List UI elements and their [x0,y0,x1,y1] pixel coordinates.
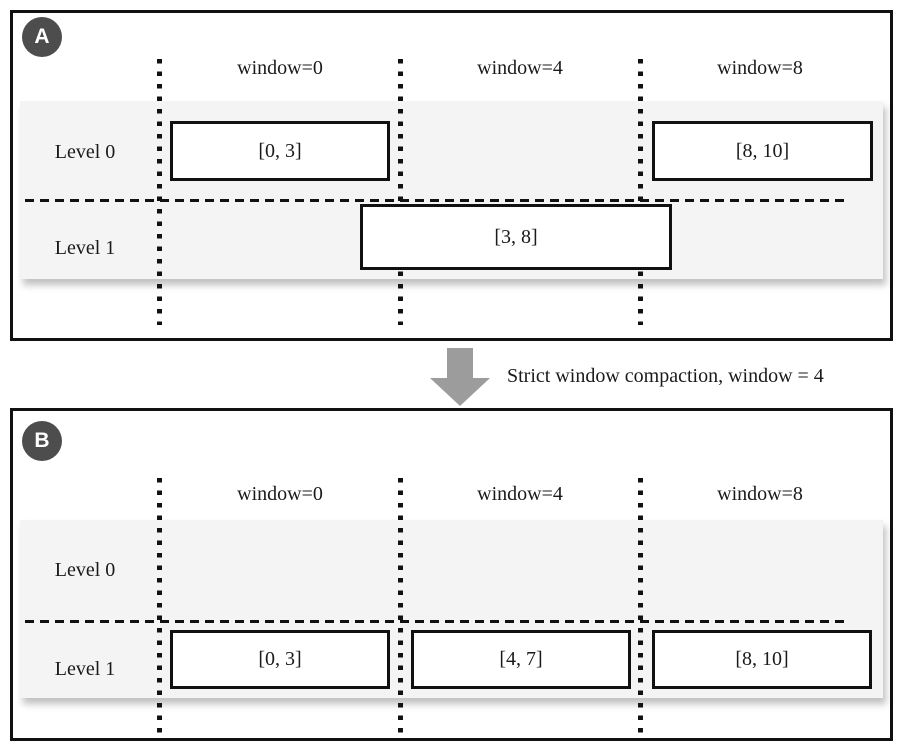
sstable-box: [3, 8] [360,204,672,270]
level-label: Level 0 [54,559,116,581]
panel-b-badge: B [22,421,62,461]
sstable-box: [0, 3] [170,630,390,689]
window-label: window=0 [237,483,323,505]
panel-a: window=0 window=4 window=8 Level 0 Level… [10,10,893,341]
window-boundary-dotted-line [157,59,162,325]
panel-a-badge: A [22,17,62,57]
panel-b: window=0 window=4 window=8 Level 0 Level… [10,408,893,741]
down-arrow-icon [430,348,490,406]
level-label: Level 1 [54,237,116,259]
window-label: window=4 [477,57,563,79]
level-divider-dashed-line [25,620,850,623]
window-boundary-dotted-line [638,59,643,325]
sstable-box: [8, 10] [652,121,873,181]
arrow-shaft [447,348,473,379]
window-label: window=0 [237,57,323,79]
sstable-box: [4, 7] [411,630,631,689]
level-label: Level 1 [54,658,116,680]
sstable-box: [8, 10] [652,630,872,689]
transition-caption: Strict window compaction, window = 4 [507,365,824,387]
window-boundary-dotted-line [398,478,403,737]
sstable-box: [0, 3] [170,121,390,181]
window-label: window=8 [717,483,803,505]
level-label: Level 0 [54,141,116,163]
arrow-head [430,378,490,406]
window-label: window=4 [477,483,563,505]
window-label: window=8 [717,57,803,79]
window-boundary-dotted-line [157,478,162,737]
window-boundary-dotted-line [398,59,403,325]
window-boundary-dotted-line [638,478,643,737]
level-divider-dashed-line [25,199,850,202]
